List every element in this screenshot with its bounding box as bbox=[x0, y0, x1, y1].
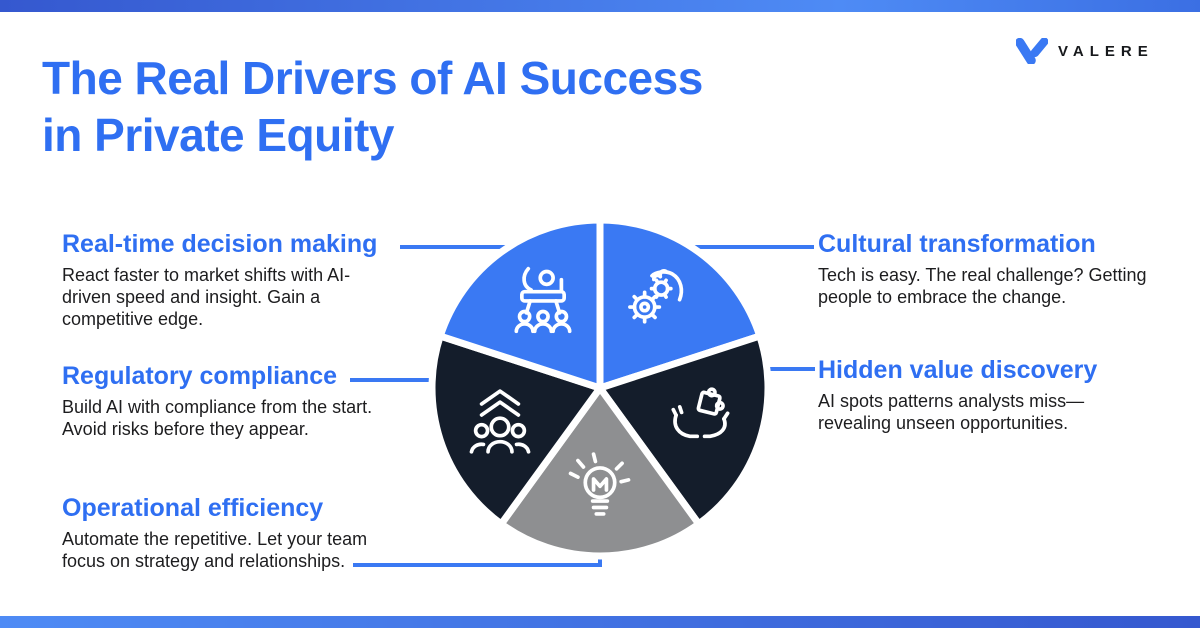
section-cultural-transformation: Cultural transformation Tech is easy. Th… bbox=[818, 228, 1147, 308]
pie-segment-operational-efficiency bbox=[497, 384, 703, 560]
item-body-line: React faster to market shifts with AI- bbox=[62, 265, 351, 285]
item-body-line: Tech is easy. The real challenge? Gettin… bbox=[818, 265, 1147, 285]
top-accent-bar bbox=[0, 0, 1200, 12]
presentation-icon bbox=[514, 266, 572, 334]
item-heading: Real-time decision making bbox=[62, 230, 378, 258]
item-heading: Operational efficiency bbox=[62, 494, 324, 522]
connector-hidden-value bbox=[765, 367, 815, 371]
section-regulatory-compliance: Regulatory compliance Build AI with comp… bbox=[62, 360, 372, 440]
section-operational-efficiency: Operational efficiency Automate the repe… bbox=[62, 492, 367, 572]
item-body-line: Avoid risks before they appear. bbox=[62, 419, 309, 439]
item-body-line: revealing unseen opportunities. bbox=[818, 413, 1069, 433]
item-body-line: Build AI with compliance from the start. bbox=[62, 397, 373, 417]
page-title-line2: in Private Equity bbox=[42, 109, 394, 161]
section-hidden-value-discovery: Hidden value discovery AI spots patterns… bbox=[818, 354, 1097, 434]
connector-real-time bbox=[400, 245, 510, 249]
item-body-line: AI spots patterns analysts miss— bbox=[818, 391, 1085, 411]
puzzle-hands-icon bbox=[671, 387, 730, 439]
lightbulb-icon bbox=[568, 452, 631, 516]
gear-hand-icon bbox=[628, 269, 684, 324]
page-title-line1: The Real Drivers of AI Success bbox=[42, 52, 703, 104]
valere-logo-icon bbox=[1016, 38, 1048, 64]
pie-segment-regulatory-compliance bbox=[428, 332, 604, 528]
team-growth-icon bbox=[469, 389, 531, 454]
pie-segment-real-time-decision-making bbox=[436, 216, 604, 392]
item-body-line: focus on strategy and relationships. bbox=[62, 551, 346, 571]
item-heading: Cultural transformation bbox=[818, 230, 1096, 258]
item-heading: Regulatory compliance bbox=[62, 362, 338, 390]
connector-operational-horizontal bbox=[353, 563, 602, 567]
item-heading: Hidden value discovery bbox=[818, 356, 1098, 384]
page-title: The Real Drivers of AI Success in Privat… bbox=[42, 50, 703, 164]
pie-diagram bbox=[428, 216, 772, 560]
connector-regulatory bbox=[350, 378, 434, 382]
bottom-accent-bar bbox=[0, 616, 1200, 628]
item-body-line: people to embrace the change. bbox=[818, 287, 1067, 307]
item-body-line: Automate the repetitive. Let your team bbox=[62, 529, 368, 549]
connector-cultural bbox=[690, 245, 814, 249]
item-body-line: driven speed and insight. Gain a bbox=[62, 287, 321, 307]
brand-name: VALERE bbox=[1058, 42, 1154, 60]
item-body-line: competitive edge. bbox=[62, 309, 204, 329]
pie-segment-hidden-value-discovery bbox=[596, 332, 772, 528]
section-real-time-decision-making: Real-time decision making React faster t… bbox=[62, 228, 377, 330]
brand-logo: VALERE bbox=[1016, 38, 1154, 64]
